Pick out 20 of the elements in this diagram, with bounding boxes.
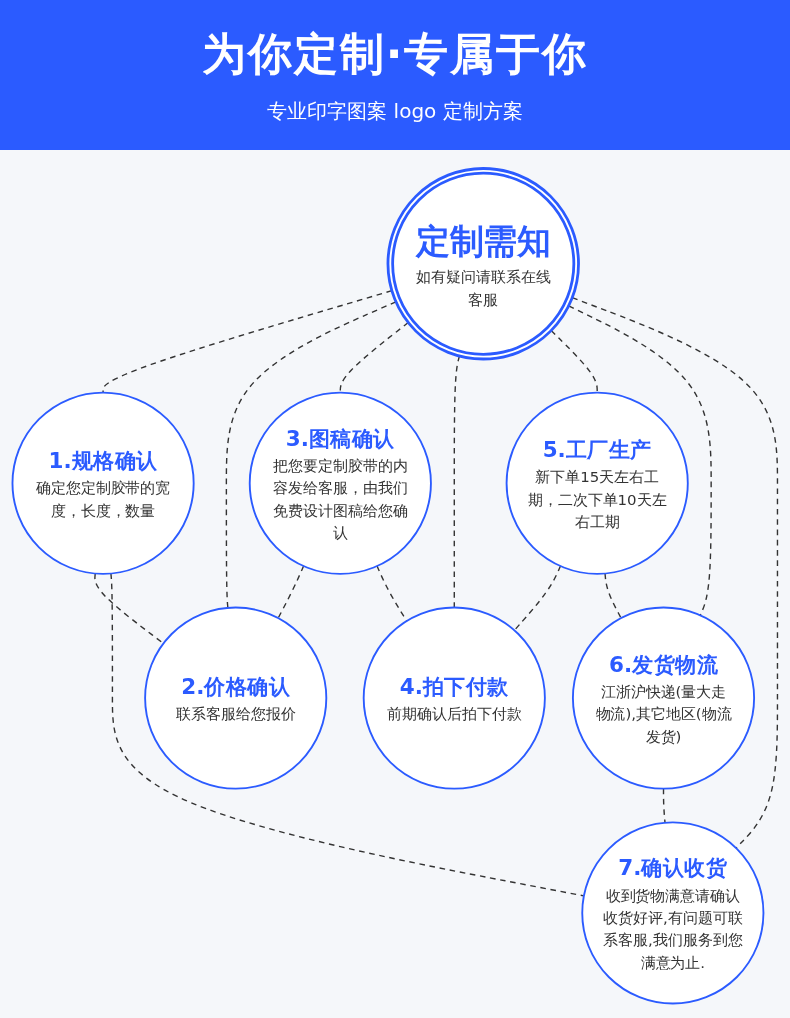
connector [110, 572, 585, 897]
connector [662, 788, 666, 824]
node-circle: 1.规格确认 确定您定制胶带的宽度，长度，数量 [11, 391, 195, 575]
connector [277, 565, 305, 619]
node-circle: 7.确认收货 收到货物满意请确认收货好评,有问题可联系客服,我们服务到您满意为止. [581, 821, 765, 1005]
node-circle: 3.图稿确认 把您要定制胶带的内容发给客服，由我们免费设计图稿给您确认 [248, 391, 432, 575]
subtitle: 专业印字图案 logo 定制方案 [267, 98, 523, 125]
connector [102, 290, 393, 394]
node-circle: 4.拍下付款 前期确认后拍下付款 [362, 606, 546, 790]
connector [225, 301, 397, 609]
connector [604, 572, 622, 619]
connector [550, 329, 598, 394]
connector [453, 355, 461, 609]
node-circle: 5.工厂生产 新下单15天左右工期，二次下单10天左右工期 [505, 391, 689, 575]
connector [339, 321, 409, 394]
node-circle: 2.价格确认 联系客服给您报价 [144, 606, 328, 790]
connector [513, 565, 562, 631]
page-title: 为你定制·专属于你 [201, 27, 589, 81]
node-circle: 6.发货物流 江浙沪快递(量大走物流),其它地区(物流发货) [572, 606, 756, 790]
node-circle: 定制需知 如有疑问请联系在线客服 [386, 167, 580, 361]
